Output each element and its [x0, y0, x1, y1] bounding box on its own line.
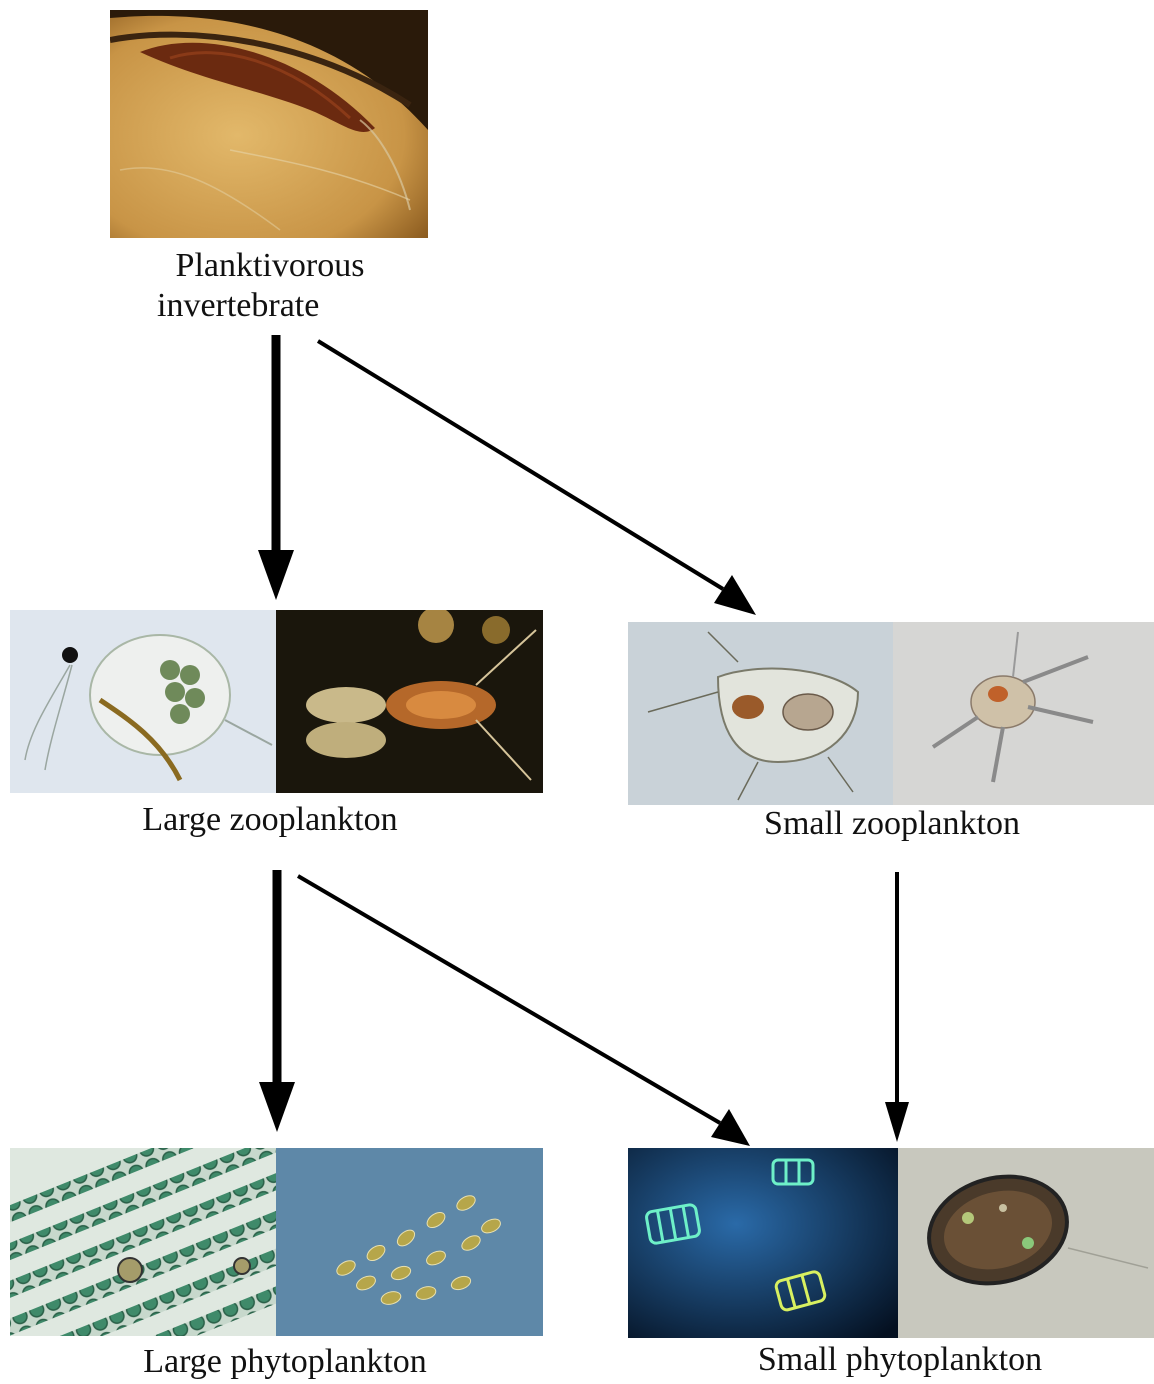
label-large-zooplankton: Large zooplankton	[100, 800, 440, 840]
arrow-small-zooplankton-to-small-phytoplankton	[885, 872, 909, 1142]
arrow-large-zooplankton-to-small-phytoplankton	[298, 876, 750, 1146]
label-small-zooplankton: Small zooplankton	[722, 804, 1062, 844]
arrow-large-zooplankton-to-large-phytoplankton	[259, 870, 295, 1132]
label-invertebrate-line2: invertebrate	[140, 286, 400, 326]
arrow-invertebrate-to-small-zooplankton	[318, 341, 756, 615]
label-planktivorous-invertebrate: Planktivorous invertebrate	[140, 246, 400, 326]
label-invertebrate-line1: Planktivorous	[140, 246, 400, 286]
arrow-invertebrate-to-large-zooplankton	[258, 335, 294, 600]
label-large-phytoplankton: Large phytoplankton	[95, 1342, 475, 1382]
label-small-phytoplankton: Small phytoplankton	[710, 1340, 1090, 1380]
